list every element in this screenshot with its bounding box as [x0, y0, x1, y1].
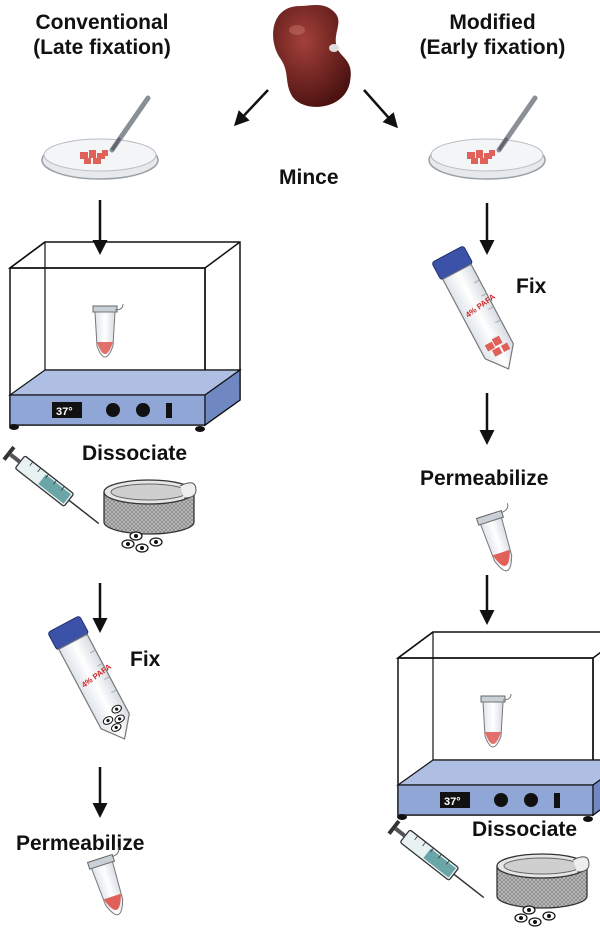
left-fix-label: Fix [130, 648, 161, 671]
right-header-subtitle: (Early fixation) [419, 36, 566, 59]
right-header-title: Modified [449, 11, 536, 34]
mince-label: Mince [279, 166, 339, 189]
right-permeabilize-label: Permeabilize [420, 467, 549, 490]
right-fix-label: Fix [516, 275, 547, 298]
arrow-kidney-right [363, 89, 398, 129]
cell-strainer-left-icon [103, 479, 197, 553]
syringe-right-icon [387, 819, 485, 899]
left-header-title: Conventional [35, 11, 169, 34]
microtube-right-icon [475, 503, 513, 572]
arrow-kidney-left [233, 89, 269, 127]
petri-dish-left-icon [41, 95, 159, 180]
right-temp-display: 37° [444, 796, 461, 808]
left-header: Conventional (Late fixation) [12, 10, 192, 60]
right-header: Modified (Early fixation) [400, 10, 585, 60]
left-dissociate-label: Dissociate [82, 442, 188, 465]
fixation-tube-left-icon: 4% PAFA [48, 616, 130, 740]
left-header-subtitle: (Late fixation) [33, 36, 171, 59]
fixation-tube-right-icon: 4% PAFA [432, 246, 514, 370]
cell-strainer-right-icon [496, 853, 590, 927]
syringe-left-icon [2, 445, 100, 525]
shaker-incubator-right-icon: 37° [395, 631, 600, 822]
kidney-icon [273, 5, 351, 107]
left-permeabilize-label: Permeabilize [16, 832, 145, 855]
microtube-left-icon [86, 847, 124, 916]
left-temp-display: 37° [56, 406, 73, 418]
right-dissociate-label: Dissociate [472, 818, 578, 841]
petri-dish-right-icon [428, 95, 546, 180]
shaker-incubator-left-icon: 37° [7, 241, 242, 432]
